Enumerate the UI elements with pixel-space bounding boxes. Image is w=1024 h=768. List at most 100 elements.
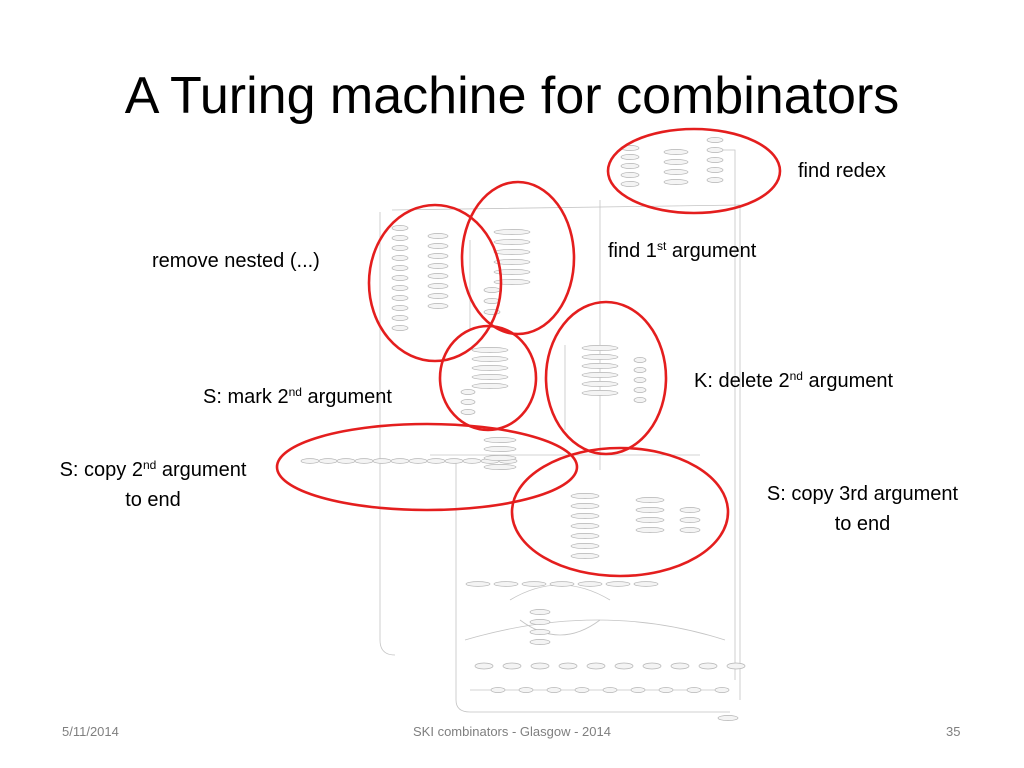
state-node <box>521 581 547 587</box>
state-node <box>318 458 338 464</box>
footer-date: 5/11/2014 <box>62 724 119 739</box>
state-node <box>635 517 665 523</box>
state-node <box>483 437 517 443</box>
state-node <box>518 687 534 693</box>
state-node <box>493 229 531 235</box>
state-node <box>493 249 531 255</box>
state-node <box>530 662 550 670</box>
state-node <box>427 273 449 279</box>
label-remove-nested: remove nested (...) <box>152 250 320 272</box>
state-node <box>586 662 606 670</box>
state-node <box>706 157 724 163</box>
state-node <box>460 389 476 395</box>
state-node <box>605 581 631 587</box>
state-node <box>493 259 531 265</box>
state-node <box>642 662 662 670</box>
state-node <box>706 137 724 143</box>
state-node <box>633 581 659 587</box>
state-node <box>633 367 647 373</box>
state-node <box>620 172 640 178</box>
state-node <box>390 458 410 464</box>
ellipse-find-redex <box>606 127 782 215</box>
ellipse-s-mark-second-argument <box>438 324 538 432</box>
state-node <box>570 553 600 559</box>
state-node <box>663 159 689 165</box>
state-nodes <box>300 137 746 721</box>
state-node <box>658 687 674 693</box>
state-node <box>427 283 449 289</box>
state-node <box>581 381 619 387</box>
state-node <box>471 347 509 353</box>
state-node <box>633 387 647 393</box>
state-node <box>483 298 501 304</box>
state-node <box>574 687 590 693</box>
state-node <box>581 363 619 369</box>
state-node <box>698 662 718 670</box>
state-node <box>391 325 409 331</box>
state-node <box>427 263 449 269</box>
state-node <box>602 687 618 693</box>
ellipse-s-copy-third-argument <box>510 446 730 578</box>
state-node <box>471 374 509 380</box>
state-node <box>493 581 519 587</box>
state-node <box>483 464 517 470</box>
highlight-ellipses <box>275 127 782 578</box>
state-node <box>391 235 409 241</box>
state-node <box>465 581 491 587</box>
state-node <box>391 315 409 321</box>
state-node <box>620 154 640 160</box>
state-node <box>529 639 551 645</box>
state-node <box>529 609 551 615</box>
state-node <box>474 662 494 670</box>
state-node <box>714 687 730 693</box>
footer-title: SKI combinators - Glasgow - 2014 <box>413 724 611 739</box>
state-node <box>391 225 409 231</box>
ellipse-remove-nested <box>367 203 503 363</box>
label-s-mark-second-argument: S: mark 2nd argument <box>203 385 392 408</box>
state-node <box>706 147 724 153</box>
state-node <box>663 169 689 175</box>
state-node <box>483 287 501 293</box>
state-node <box>570 543 600 549</box>
state-node <box>635 507 665 513</box>
state-node <box>633 377 647 383</box>
state-node <box>471 383 509 389</box>
state-node <box>679 527 701 533</box>
state-node <box>620 181 640 187</box>
state-node <box>529 629 551 635</box>
state-node <box>581 354 619 360</box>
label-find-redex: find redex <box>798 160 886 182</box>
state-node <box>300 458 320 464</box>
state-node <box>408 458 428 464</box>
state-node <box>490 687 506 693</box>
state-node <box>549 581 575 587</box>
state-node <box>633 357 647 363</box>
state-node <box>483 455 517 461</box>
state-node <box>391 285 409 291</box>
state-node <box>570 513 600 519</box>
state-node <box>670 662 690 670</box>
state-node <box>635 497 665 503</box>
state-node <box>502 662 522 670</box>
state-node <box>546 687 562 693</box>
ellipse-find-first-argument <box>460 180 576 336</box>
state-node <box>391 265 409 271</box>
state-node <box>391 305 409 311</box>
state-node <box>493 269 531 275</box>
ellipse-k-delete-second-argument <box>544 300 668 456</box>
state-node <box>633 397 647 403</box>
state-node <box>581 390 619 396</box>
state-node <box>529 619 551 625</box>
state-node <box>460 409 476 415</box>
state-node <box>462 458 482 464</box>
label-s-copy-second-argument: S: copy 2nd argument to end <box>59 458 247 511</box>
state-node <box>471 365 509 371</box>
state-node <box>679 517 701 523</box>
state-node <box>427 233 449 239</box>
state-node <box>614 662 634 670</box>
state-node <box>391 255 409 261</box>
state-node <box>663 179 689 185</box>
footer-page-number: 35 <box>946 724 961 739</box>
state-node <box>706 167 724 173</box>
label-k-delete-second-argument: K: delete 2nd argument <box>694 369 894 392</box>
